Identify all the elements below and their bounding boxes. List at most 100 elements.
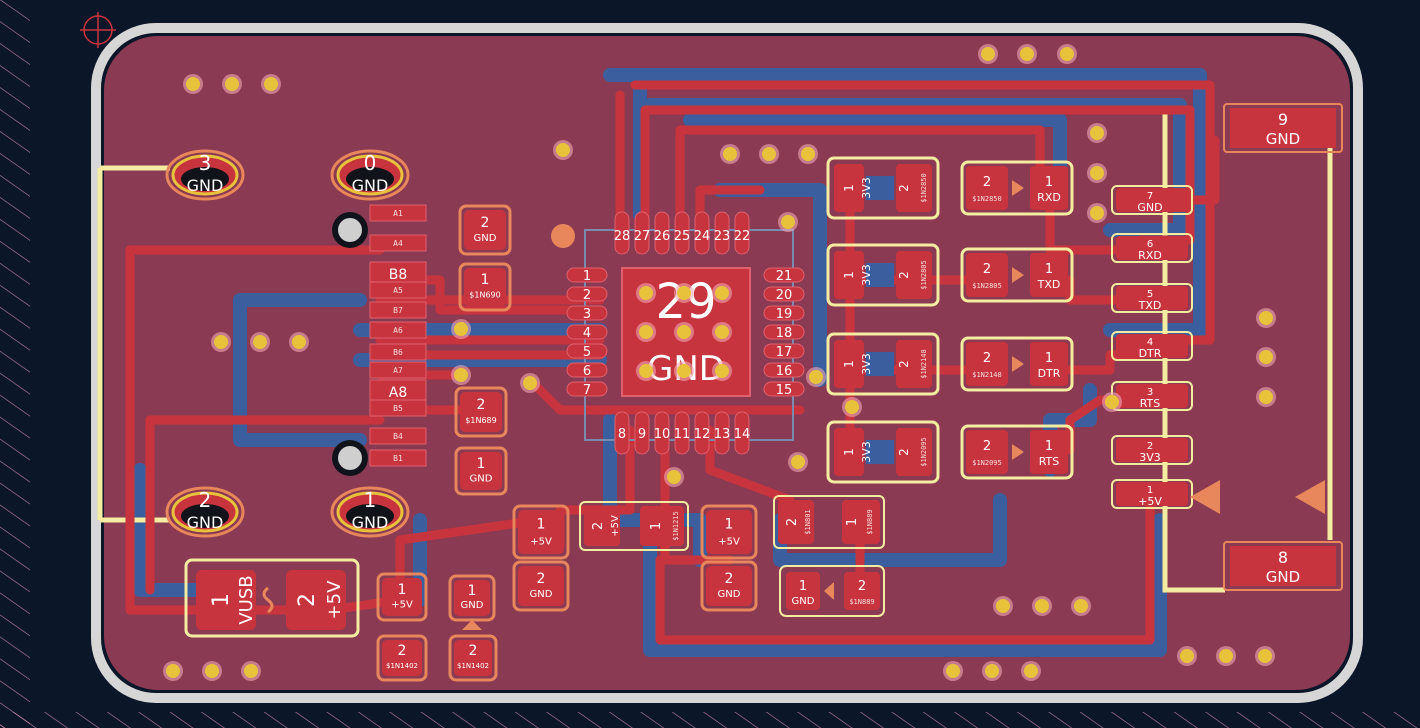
- via: [166, 664, 180, 678]
- usb-pin-A7: [369, 361, 427, 379]
- led-outline: [960, 247, 1074, 303]
- res-pad-2-num: 2: [897, 271, 911, 279]
- diode-a-pad-2: 2$1N1402: [376, 634, 428, 682]
- led-pad-2-num: 2: [983, 262, 991, 277]
- led-polarity-icon: [1012, 267, 1024, 283]
- usb-pin-B4: [369, 427, 427, 445]
- cap-a-pad-1-copper: [518, 510, 564, 554]
- cap-usb-top-pad-1: 1 $1N690: [458, 262, 512, 312]
- ic-top-pin: [654, 211, 670, 255]
- ic-left-pin-num: 6: [583, 364, 591, 379]
- led-pad-2: [966, 342, 1008, 386]
- diode-a-pad-2-net: $1N1402: [386, 662, 418, 670]
- cap-usb-top-pad-1-net: $1N690: [469, 291, 500, 300]
- res-pad-1-num: 1: [842, 448, 856, 456]
- ic-right-pin-num: 16: [776, 364, 793, 379]
- res-pad-2: [896, 340, 932, 388]
- usb-pin-B5: [369, 399, 427, 417]
- via: [981, 47, 995, 61]
- diode-b-polarity-icon: [462, 620, 482, 630]
- ic-right-pin: [763, 343, 805, 359]
- usb-pin-A4: [369, 234, 427, 252]
- cap-usb-bot-pad-2-courtyard: [454, 386, 508, 438]
- res-body: [866, 263, 894, 287]
- ic-bottom-pin: [674, 411, 690, 455]
- ic-bottom-pin-num: 10: [654, 427, 671, 442]
- connector-pin-net: GND: [1266, 568, 1300, 586]
- cap-b-pad-2-copper: [706, 566, 752, 606]
- via: [715, 286, 729, 300]
- connector-pin-1: 1+5V: [1111, 479, 1193, 509]
- ic-right-pin: [763, 324, 805, 340]
- connector-pin-num: 7: [1147, 191, 1153, 202]
- usb-pin-label: A5: [393, 286, 403, 295]
- fuse-pad-1-net: VUSB: [236, 575, 257, 624]
- via: [1259, 390, 1273, 404]
- res-pad-1-net: 3V3: [860, 264, 873, 286]
- ic-left-pin-num: 5: [583, 345, 591, 360]
- cap-usb-top-pad-1-num: 1: [481, 272, 490, 288]
- res-b-pad-2-num: 2: [785, 518, 800, 526]
- led-b-pad-2-net: $1N889: [849, 598, 874, 606]
- connector-pin-num: 8: [1278, 548, 1288, 567]
- via: [1259, 311, 1273, 325]
- cap-b-pad-1-copper: [706, 510, 752, 554]
- ic-top-pin-num: 22: [734, 229, 751, 244]
- res-pad-2: [896, 164, 932, 212]
- ic-top-pin: [694, 211, 710, 255]
- res-body: [866, 440, 894, 464]
- via: [454, 322, 468, 336]
- connector-pin-outline: [1111, 233, 1193, 263]
- ic-top-pin: [674, 211, 690, 255]
- led-pad-1-net: TXD: [1037, 278, 1061, 291]
- cap-usb-top-pad-2-num: 2: [481, 215, 490, 231]
- cap-a-pad-2-copper: [518, 566, 564, 606]
- led-b-polarity-icon: [824, 582, 834, 600]
- res-outline: [826, 332, 940, 396]
- usb-pin-B7: [369, 301, 427, 319]
- cap-usb-bot-pad-1-courtyard: [454, 446, 508, 496]
- res-pad-1-num: 1: [842, 271, 856, 279]
- cap-b-pad-1-net: +5V: [718, 536, 740, 547]
- connector-pin-net: TXD: [1138, 299, 1162, 312]
- ic-bottom-pin: [714, 411, 730, 455]
- ic-left-pin: [566, 381, 608, 397]
- diode-a-pad-1: 1+5V: [376, 572, 428, 622]
- via: [715, 364, 729, 378]
- cap-a-pad-1-num: 1: [537, 516, 546, 532]
- res-pad-1-net: 3V3: [860, 177, 873, 199]
- connector-pin-copper: [1116, 384, 1188, 408]
- connector-pin-net: RTS: [1140, 397, 1161, 410]
- led-pad-1: [1030, 342, 1068, 386]
- via: [723, 147, 737, 161]
- mount-pad-net: GND: [187, 513, 224, 532]
- ic-right-pin-num: 15: [776, 383, 793, 398]
- cap-usb-top-pad-2-copper: [464, 210, 506, 250]
- vias: [163, 44, 1276, 681]
- via: [1258, 649, 1272, 663]
- via: [1024, 664, 1038, 678]
- via: [253, 335, 267, 349]
- res-pad-2-num: 2: [897, 360, 911, 368]
- connector-pin-outline: [1223, 541, 1343, 591]
- ic-left-pin-num: 7: [583, 383, 591, 398]
- via: [186, 77, 200, 91]
- ic-top-pin-num: 24: [694, 229, 711, 244]
- led-pad-2-net: $1N2095: [972, 459, 1002, 467]
- cap-a-pad-1: 1+5V: [512, 504, 570, 560]
- connector-pin-net: +5V: [1138, 495, 1162, 508]
- via: [523, 376, 537, 390]
- cap-a-pad-2-courtyard: [512, 560, 570, 612]
- ic-bottom-pin-num: 13: [714, 427, 731, 442]
- origin-marker: [80, 12, 116, 48]
- ic-bottom-pin: [634, 411, 650, 455]
- connector-pin-num: 5: [1147, 289, 1153, 300]
- ic-right-pin-num: 20: [776, 288, 793, 303]
